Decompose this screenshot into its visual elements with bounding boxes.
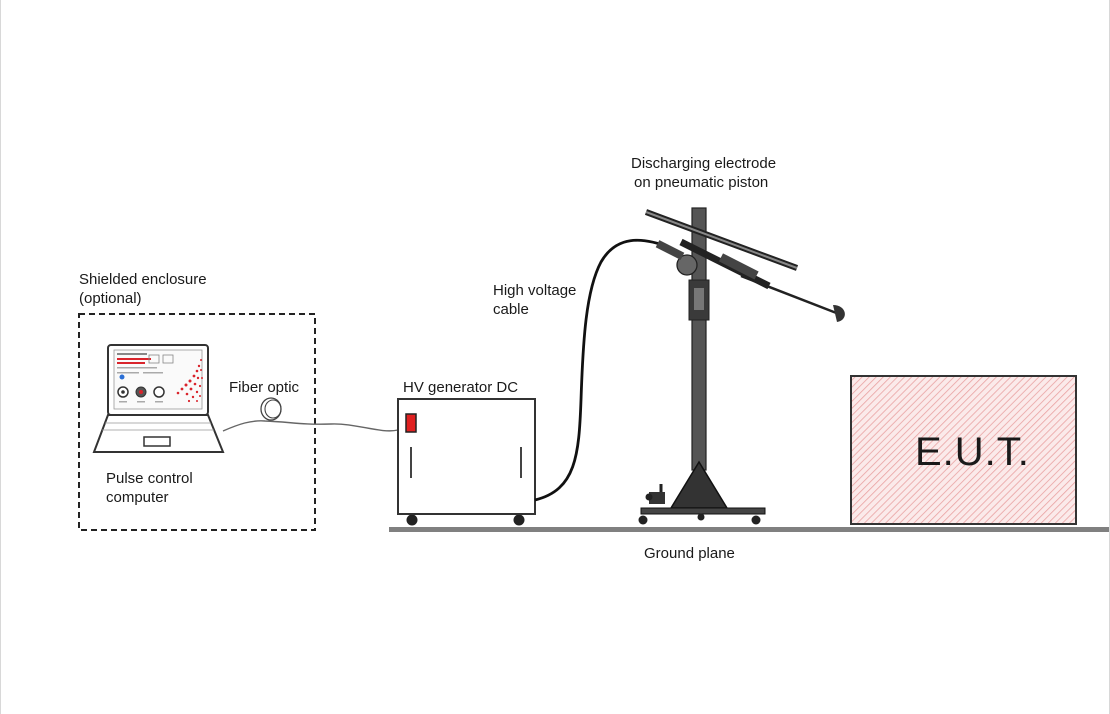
electrode-label-line2: on pneumatic piston xyxy=(634,174,769,191)
fiber-optic-label: Fiber optic xyxy=(229,379,300,396)
generator-label: HV generator DC xyxy=(403,379,519,396)
hv-generator-box xyxy=(397,398,536,526)
computer-label-line1: Pulse control xyxy=(106,470,193,487)
shielded-enclosure-box xyxy=(78,313,316,531)
cable-label-line1: High voltage xyxy=(493,282,577,299)
ground-plane-label: Ground plane xyxy=(644,545,735,562)
eut-box xyxy=(850,375,1077,525)
cable-label-line2: cable xyxy=(493,301,529,318)
high-voltage-cable xyxy=(534,238,672,502)
enclosure-label-line2: (optional) xyxy=(79,290,142,307)
electrode-stand xyxy=(638,207,845,525)
ground-plane xyxy=(389,527,1109,532)
enclosure-label-line1: Shielded enclosure xyxy=(79,271,207,288)
electrode-label-line1: Discharging electrode xyxy=(631,155,777,172)
wheel-icon xyxy=(406,514,418,526)
wheel-icon xyxy=(513,514,525,526)
eut-label: E.U.T. xyxy=(915,430,1030,474)
computer-label-line2: computer xyxy=(106,489,169,506)
fiber-optic-cable xyxy=(222,397,399,432)
hv-generator-indicator xyxy=(405,413,417,433)
laptop-icon xyxy=(92,344,225,453)
